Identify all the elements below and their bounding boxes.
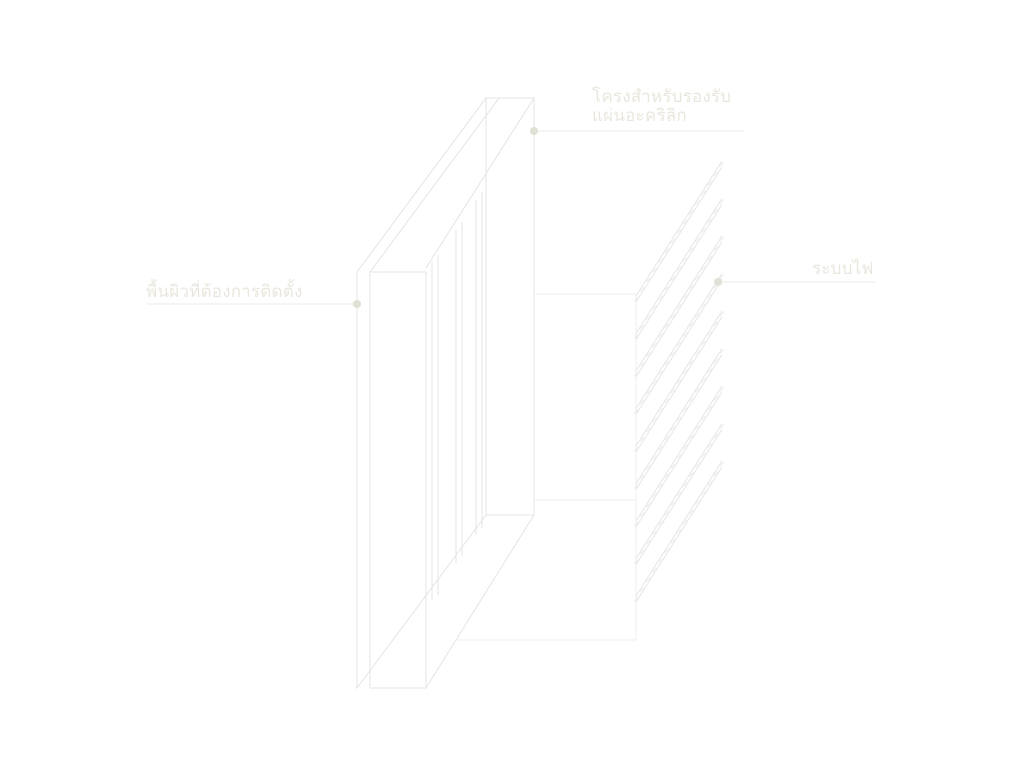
light-system-label: ระบบไฟ [812,259,874,279]
leader-lines [146,130,876,305]
frame-marker-dot [530,127,538,135]
surface-marker-dot [353,300,361,308]
frame-label-line-2: แผ่นอะคริลิก [592,106,687,126]
led-strip [633,198,725,340]
alignment-guides [455,293,637,641]
led-strip [633,235,725,378]
frame-label-line-1: โครงสำหรับรองรับ [592,87,732,107]
frame-label: โครงสำหรับรองรับ แผ่นอะคริลิก [592,88,731,126]
led-strip [633,273,725,415]
led-strip [633,423,725,565]
surface-label: พื้นผิวที่ต้องการติดตั้ง [146,282,303,302]
light-marker-dot [714,278,722,286]
led-strip [633,460,725,603]
led-strip [633,160,725,303]
light-system-led-strips [633,160,725,603]
acrylic-support-frame [425,97,535,689]
led-strip [633,385,725,528]
led-strip [633,348,725,490]
led-strip [633,310,725,453]
